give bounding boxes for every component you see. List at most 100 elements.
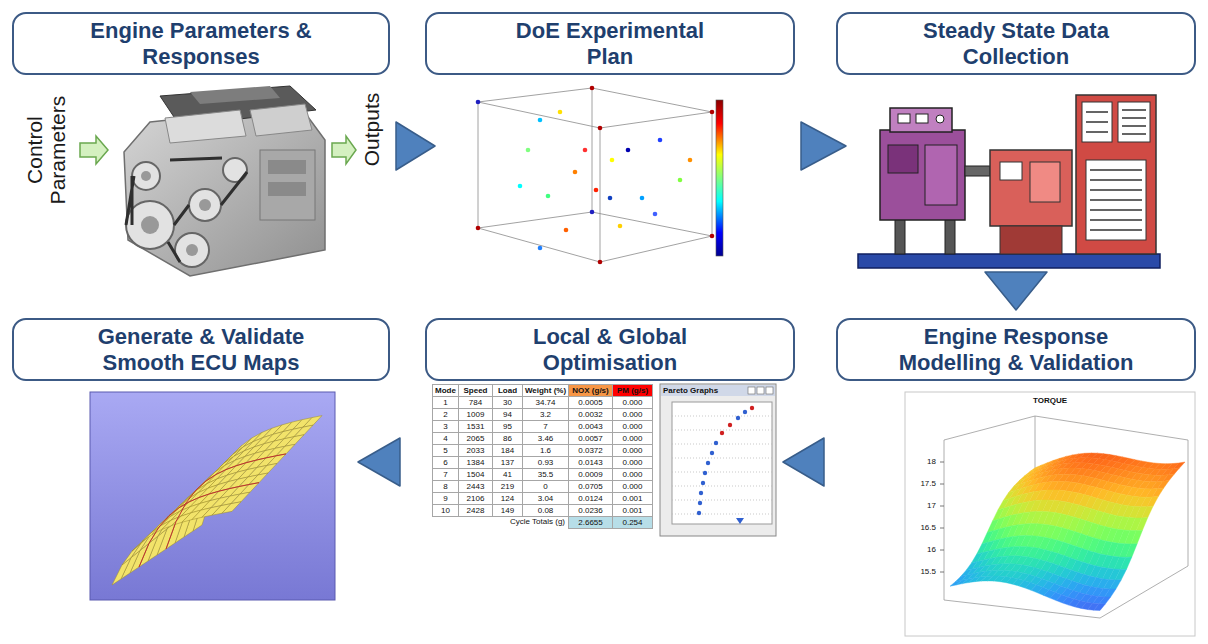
response-surface-plot — [1131, 530, 1143, 544]
doe-scatter-plot — [716, 100, 723, 256]
response-surface-plot — [1099, 597, 1111, 604]
flow-arrow — [985, 272, 1047, 310]
doe-scatter-plot — [600, 112, 712, 128]
doe-scatter-plot — [600, 236, 712, 262]
ecu-map-plot — [166, 454, 286, 549]
response-surface-plot — [1094, 604, 1106, 611]
engine-illustration — [141, 171, 151, 181]
engine-illustration — [126, 158, 247, 262]
process-box: DoE Experimental Plan — [425, 12, 795, 75]
signal-arrow — [80, 136, 108, 164]
box-heading: Local & Global Optimisation — [510, 324, 710, 375]
doe-scatter-plot — [546, 194, 551, 199]
engine-illustration — [124, 86, 325, 276]
response-surface-plot — [1152, 488, 1164, 497]
engine-illustration — [268, 182, 306, 196]
doe-scatter-plot — [478, 228, 600, 262]
doe-scatter-plot — [710, 234, 715, 239]
dynamometer-illustration — [888, 145, 918, 173]
pareto-window — [672, 416, 772, 514]
pareto-window — [736, 518, 744, 524]
table-cell: 149 — [492, 504, 523, 517]
flow-arrow — [358, 438, 400, 486]
doe-scatter-plot — [608, 196, 613, 201]
doe-scatter-plot — [478, 102, 600, 128]
response-surface-plot — [944, 416, 1188, 618]
response-surface-plot — [1158, 481, 1170, 489]
response-surface-plot — [1120, 557, 1132, 569]
process-box: Steady State Data Collection — [836, 12, 1196, 75]
ecu-map-plot — [152, 520, 171, 534]
dynamometer-illustration — [895, 218, 905, 254]
doe-scatter-plot — [594, 188, 599, 193]
doe-scatter-plot — [558, 110, 563, 115]
engine-illustration — [165, 110, 246, 143]
doe-scatter-plot — [598, 126, 603, 131]
pareto-window — [728, 423, 732, 427]
flow-arrow — [396, 122, 435, 170]
flow-arrow — [783, 438, 824, 486]
doe-scatter-plot — [653, 212, 658, 217]
doe-scatter-plot — [518, 184, 523, 189]
table-cell: 2.6655 — [568, 516, 613, 529]
doe-scatter-plot — [678, 178, 683, 183]
ecu-map-plot — [139, 483, 259, 567]
ecu-map-plot — [90, 392, 335, 600]
box-heading: DoE Experimental Plan — [505, 18, 715, 69]
dynamometer-illustration — [965, 166, 990, 176]
response-surface-plot — [1115, 569, 1127, 580]
engine-illustration — [268, 160, 306, 174]
doe-scatter-plot — [538, 246, 543, 251]
box-heading: Engine Response Modelling & Validation — [884, 324, 1149, 375]
dynamometer-illustration — [945, 218, 955, 254]
process-box: Generate & Validate Smooth ECU Maps — [12, 318, 390, 381]
table-cell: Cycle Totals (g) — [432, 516, 568, 529]
doe-scatter-plot — [712, 112, 713, 236]
pareto-window — [736, 416, 740, 420]
signal-label: Outputs — [360, 85, 383, 175]
box-heading: Steady State Data Collection — [909, 18, 1124, 69]
doe-scatter-plot — [610, 158, 615, 163]
box-heading: Engine Parameters & Responses — [76, 18, 326, 69]
process-box: Local & Global Optimisation — [425, 318, 795, 381]
box-heading: Generate & Validate Smooth ECU Maps — [81, 324, 321, 375]
pareto-window — [743, 410, 747, 414]
doe-scatter-plot — [590, 210, 595, 215]
response-surface-plot — [1163, 474, 1175, 481]
engine-illustration — [186, 244, 198, 256]
dynamometer-illustration — [858, 95, 1160, 268]
dynamometer-illustration — [1000, 162, 1022, 180]
response-surface-plot — [1168, 468, 1180, 475]
table-cell: 10 — [432, 504, 459, 517]
response-surface-plot — [940, 462, 944, 572]
signal-arrow — [80, 136, 356, 164]
doe-scatter-plot — [600, 128, 601, 262]
pareto-window — [661, 385, 775, 396]
doe-scatter-plot — [598, 260, 603, 265]
engine-illustration — [250, 104, 312, 136]
ecu-map-plot — [112, 558, 131, 585]
engine-illustration — [260, 150, 315, 220]
engine-illustration — [132, 162, 160, 190]
dynamometer-illustration — [1090, 170, 1142, 230]
doe-scatter-plot — [476, 100, 481, 105]
window-title: Pareto Graphs — [663, 385, 745, 396]
doe-scatter-plot — [478, 88, 592, 102]
doe-scatter-plot — [688, 158, 693, 163]
ecu-map-plot — [222, 502, 241, 513]
doe-scatter-plot — [618, 224, 623, 229]
dynamometer-illustration — [1076, 95, 1156, 254]
table-cell: 0.08 — [522, 504, 569, 517]
doe-scatter-plot — [478, 102, 479, 228]
ecu-map-plot — [122, 543, 141, 565]
signal-label: Control Parameters — [23, 85, 69, 215]
pareto-window — [706, 461, 710, 465]
dynamometer-illustration — [990, 150, 1072, 226]
dynamometer-illustration — [890, 108, 952, 132]
doe-scatter-plot — [592, 88, 712, 112]
pareto-window — [748, 387, 755, 394]
dynamometer-illustration — [916, 114, 928, 123]
pareto-window — [660, 384, 776, 536]
dynamometer-illustration — [880, 130, 965, 220]
doe-scatter-plot — [564, 228, 569, 233]
